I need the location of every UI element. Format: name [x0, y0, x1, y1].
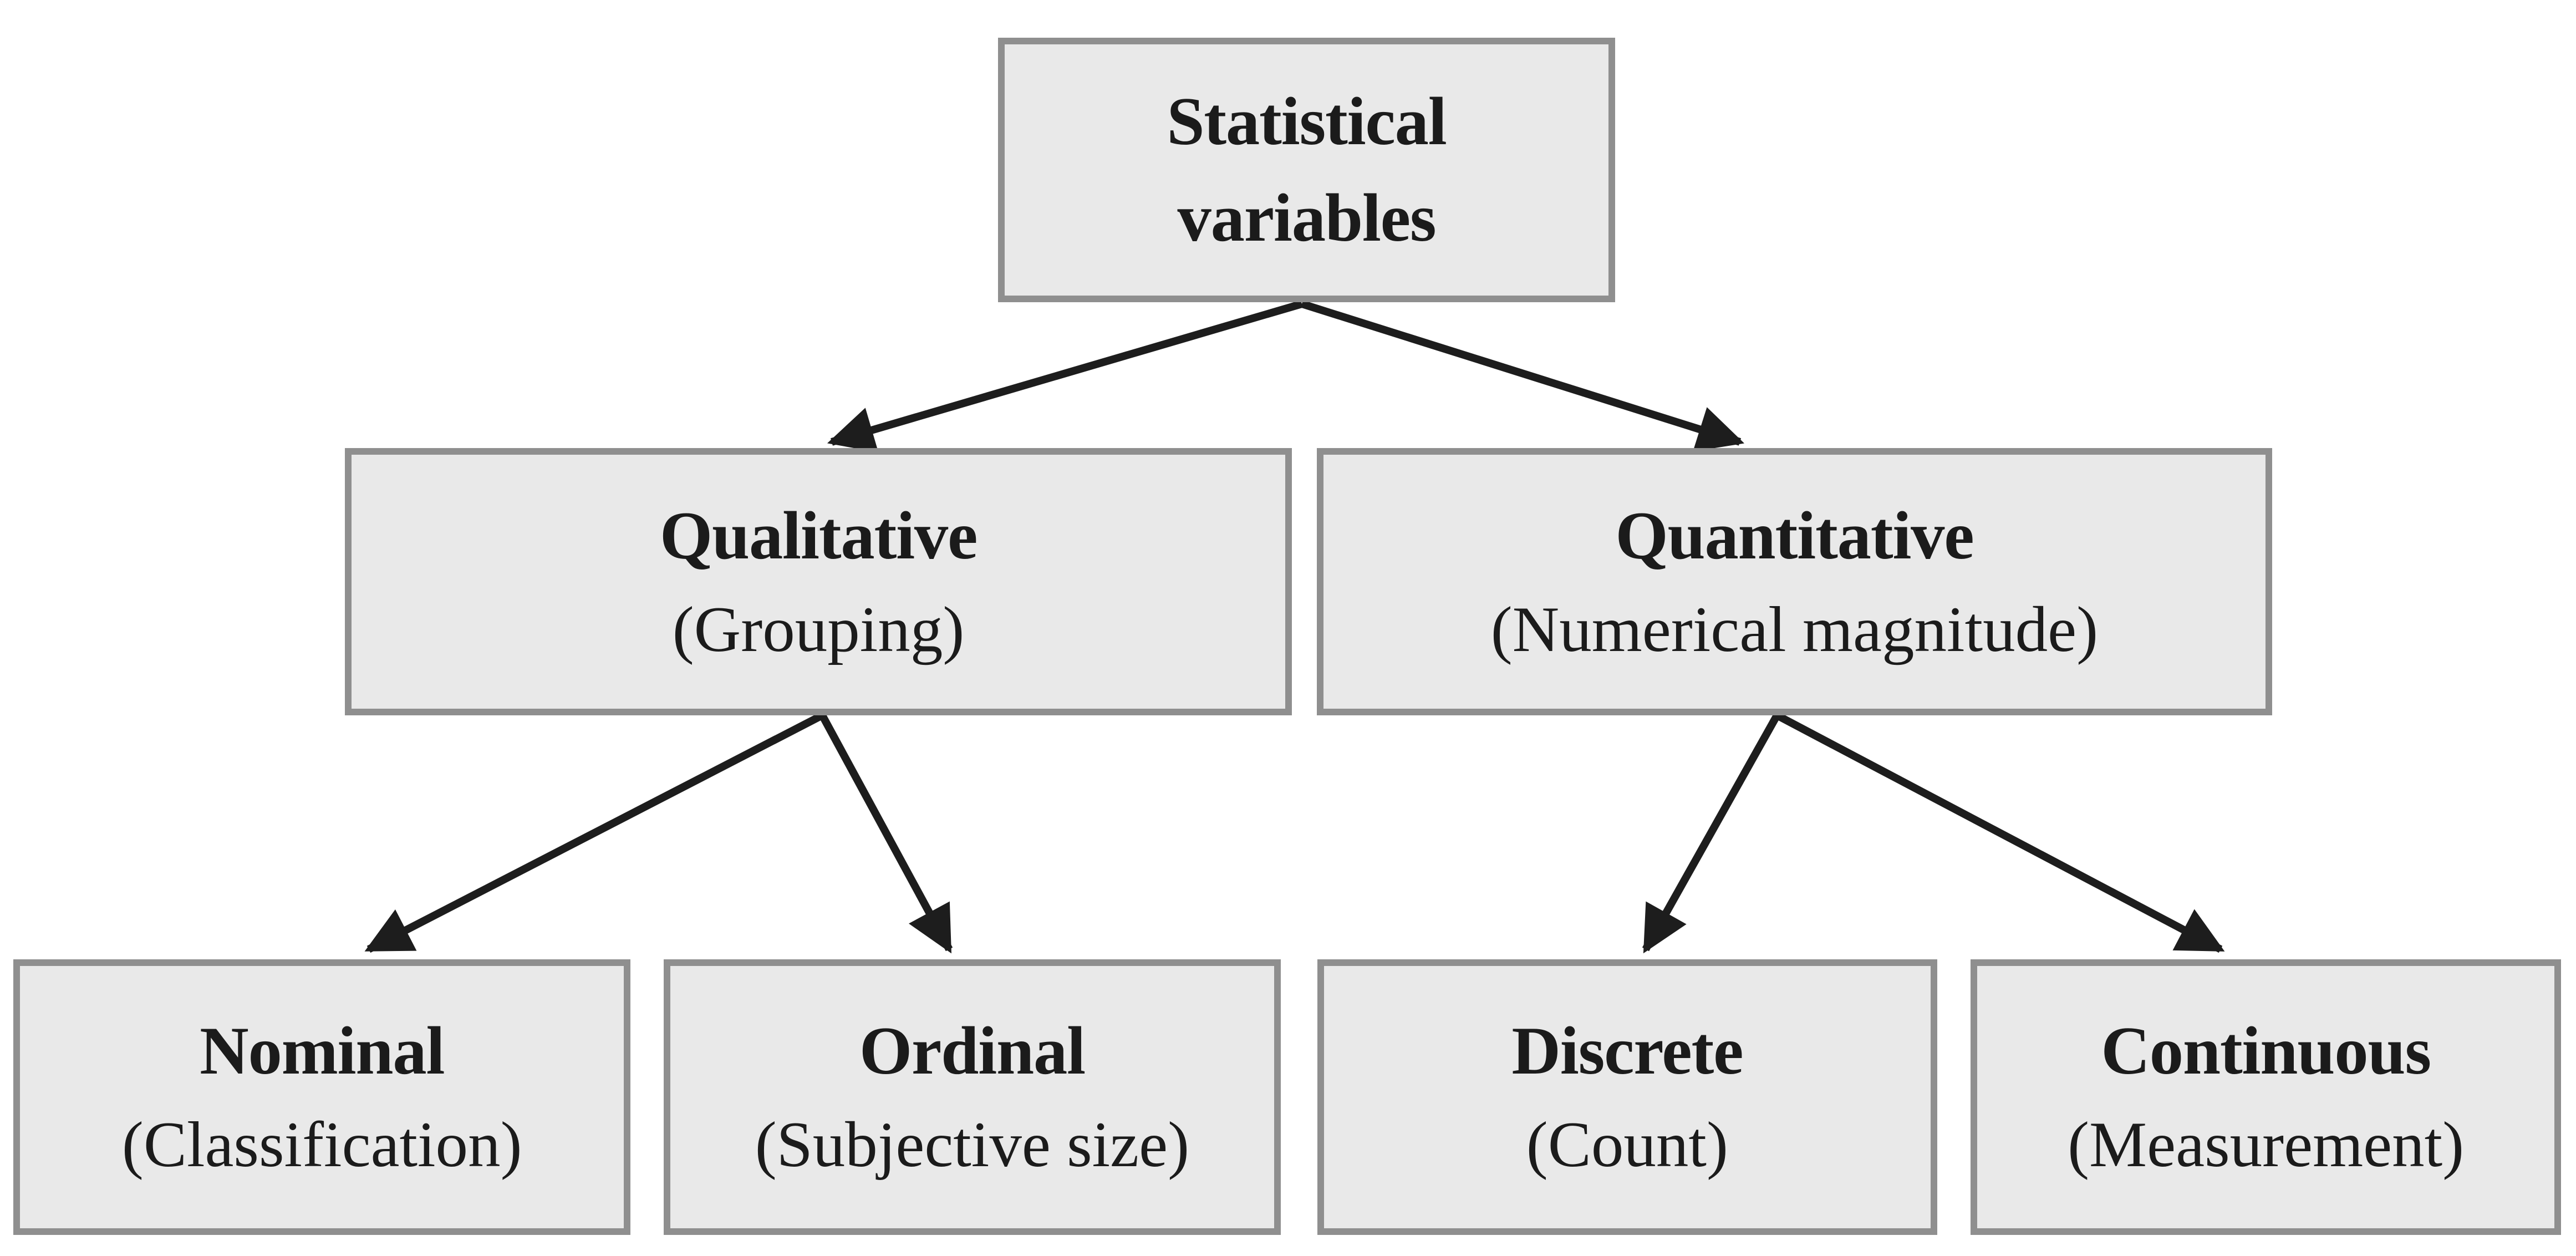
node-title: Statistical: [1167, 84, 1447, 160]
node-qualitative: Qualitative (Grouping): [345, 448, 1292, 715]
node-statistical-variables: Statistical variables: [997, 37, 1616, 302]
node-title: Nominal: [200, 1013, 445, 1089]
node-subtitle: (Measurement): [2068, 1109, 2465, 1181]
node-subtitle: (Classification): [121, 1109, 522, 1181]
arrow-quantitative-to-continuous: [1775, 711, 2225, 953]
arrow-root-to-quantitative: [1300, 300, 1745, 452]
node-continuous: Continuous (Measurement): [1971, 959, 2562, 1235]
node-title: Quantitative: [1615, 497, 1974, 573]
node-quantitative: Quantitative (Numerical magnitude): [1317, 448, 2272, 715]
node-subtitle: (Subjective size): [755, 1109, 1190, 1181]
node-title: Ordinal: [859, 1013, 1086, 1089]
arrow-root-to-qualitative: [827, 300, 1303, 452]
arrow-qualitative-to-nominal: [364, 711, 824, 953]
arrow-quantitative-to-discrete: [1642, 713, 1781, 954]
node-discrete: Discrete (Count): [1317, 959, 1937, 1235]
node-title: Continuous: [2101, 1013, 2431, 1089]
node-subtitle: (Grouping): [672, 593, 965, 665]
node-title: Qualitative: [659, 497, 978, 573]
node-subtitle: (Numerical magnitude): [1490, 593, 2099, 665]
arrow-qualitative-to-ordinal: [818, 713, 953, 954]
node-title: variables: [1177, 180, 1437, 256]
node-ordinal: Ordinal (Subjective size): [663, 959, 1281, 1235]
node-nominal: Nominal (Classification): [13, 959, 631, 1235]
node-subtitle: (Count): [1526, 1109, 1728, 1181]
node-title: Discrete: [1511, 1013, 1743, 1089]
